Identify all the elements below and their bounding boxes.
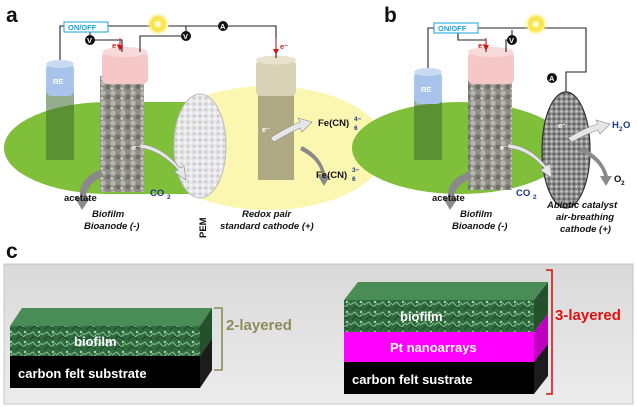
electron-label: e⁻ [558, 121, 566, 130]
svg-text:2: 2 [619, 126, 623, 133]
svg-text:O: O [623, 120, 630, 131]
water-label: H [612, 120, 619, 131]
bioanode-felt [100, 76, 144, 192]
electron-label: e⁻ [132, 143, 140, 152]
reference-electrode-label: RE [53, 77, 63, 86]
anode-chamber [352, 102, 568, 194]
pt-nanoarray-label: Pt nanoarrays [390, 340, 477, 355]
oxygen-label: O [614, 174, 621, 185]
cathode-label: standard cathode (+) [220, 221, 314, 232]
reaction-arrow [567, 119, 611, 143]
bioanode-cap [102, 52, 148, 84]
anode-label: Biofilm [460, 209, 493, 220]
svg-text:6: 6 [352, 176, 356, 183]
svg-text:3−: 3− [352, 167, 360, 174]
ammeter-icon [218, 21, 228, 31]
anode-label: Bioanode (-) [452, 221, 507, 232]
electron-label: e⁻ [280, 42, 288, 51]
carbon-felt-layer [10, 356, 200, 388]
product-label: CO [150, 188, 164, 199]
anode-label: Bioanode (-) [84, 221, 139, 232]
biofilm-layer [344, 300, 534, 332]
layer-bracket [214, 307, 223, 371]
pt-nanoarray-layer [344, 332, 534, 362]
cathode-label: air-breathing [556, 212, 614, 223]
product-label: CO [516, 188, 530, 199]
svg-text:2: 2 [621, 180, 625, 187]
voltmeter-icon [181, 31, 191, 41]
electron-label: e⁻ [478, 41, 486, 50]
cathode-cap [256, 60, 296, 96]
two-layer-stack: biofilm carbon felt substrate 2-layered [10, 307, 292, 388]
resistor-bulb [524, 12, 548, 36]
voltmeter-label: V [509, 36, 514, 45]
bioanode-cap [468, 52, 514, 84]
resistor-label: R [533, 20, 539, 29]
reaction-arrow [442, 172, 472, 210]
svg-text:4−: 4− [354, 116, 362, 123]
pem-membrane [173, 93, 227, 199]
reference-electrode [414, 72, 442, 104]
switch-box[interactable] [63, 21, 109, 33]
electron-label: e⁻ [500, 143, 508, 152]
panel-letter-b: b [384, 4, 397, 27]
voltmeter-label: V [183, 32, 188, 41]
substrate-label: acetate [432, 193, 465, 204]
svg-text:2: 2 [167, 194, 171, 201]
resistor-label: R [155, 20, 161, 29]
anode-label: Biofilm [92, 209, 125, 220]
electron-label: e⁻ [262, 125, 270, 134]
substrate-label: acetate [64, 193, 97, 204]
carbon-felt-label: carbon felt substrate [18, 366, 147, 381]
voltmeter-label: V [87, 36, 92, 45]
cathode-label: Redox pair [242, 209, 292, 220]
panel-letter-a: a [6, 4, 18, 27]
bioanode-felt [468, 76, 512, 190]
switch-box[interactable] [433, 22, 479, 34]
cathode-label: Abiotic catalyst [546, 200, 618, 211]
two-layered-tag: 2-layered [226, 317, 292, 334]
panel-b: b RE ON/OFF R V A e⁻ e⁻ e⁻ H [352, 4, 630, 235]
three-layered-tag: 3-layered [555, 307, 621, 324]
reference-electrode [46, 64, 74, 96]
resistor-bulb [146, 12, 170, 36]
switch-label: ON/OFF [438, 24, 467, 33]
reaction-arrow [580, 148, 612, 186]
biofilm-label: biofilm [400, 309, 443, 324]
svg-text:2: 2 [533, 194, 537, 201]
switch-label: ON/OFF [68, 23, 97, 32]
biofilm-label: biofilm [74, 334, 117, 349]
biofilm-layer [10, 326, 200, 356]
reaction-arrow [507, 143, 553, 179]
reaction-arrow [300, 146, 330, 186]
svg-text:6: 6 [354, 125, 358, 132]
electron-label: e⁻ [112, 41, 120, 50]
voltmeter-icon [85, 35, 95, 45]
reaction-arrow [74, 170, 104, 210]
three-layer-stack: biofilm Pt nanoarrays carbon felt sustra… [344, 269, 621, 395]
panel-a: a RE ON/OFF R A [4, 4, 386, 238]
reference-electrode-label: RE [421, 85, 431, 94]
carbon-felt-label: carbon felt sustrate [352, 372, 473, 387]
reaction-arrow [269, 117, 313, 143]
ferrocyanide-label: Fe(CN) [318, 118, 349, 129]
ferricyanide-label: Fe(CN) [316, 170, 347, 181]
ammeter-label: A [220, 22, 226, 31]
ammeter-icon [547, 73, 557, 83]
voltmeter-icon [507, 35, 517, 45]
layer-bracket [546, 269, 553, 395]
cathode-label: cathode (+) [560, 224, 611, 235]
carbon-felt-layer [344, 362, 534, 394]
membrane-label: PEM [198, 217, 209, 238]
panel-letter-c: c [6, 240, 18, 263]
ammeter-label: A [549, 74, 555, 83]
panel-c: c biofilm carbon felt substrate 2-layere… [3, 240, 634, 405]
reaction-arrow [139, 143, 187, 181]
